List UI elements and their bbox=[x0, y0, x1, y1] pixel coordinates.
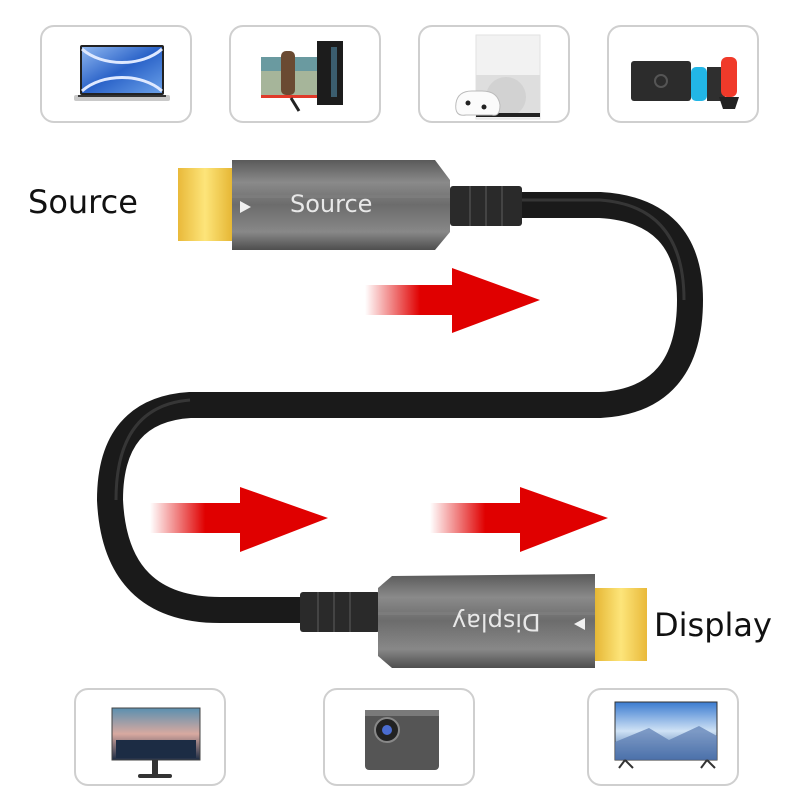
projector-icon bbox=[365, 710, 439, 770]
source-connector bbox=[178, 160, 522, 250]
device-card-projector bbox=[323, 688, 475, 786]
display-connector-text: Display bbox=[452, 608, 541, 636]
hdmi-plug-gold bbox=[595, 588, 647, 661]
display-label: Display bbox=[654, 606, 772, 644]
signal-arrow-3 bbox=[430, 487, 608, 552]
tv-icon bbox=[614, 701, 718, 769]
device-card-handheld-console bbox=[607, 25, 759, 123]
handheld-console-icon bbox=[631, 57, 739, 109]
device-card-game-console bbox=[418, 25, 570, 123]
direction-triangle-icon bbox=[240, 201, 251, 213]
game-console-icon bbox=[455, 34, 541, 120]
signal-arrow-2 bbox=[150, 487, 328, 552]
device-card-tv bbox=[587, 688, 739, 786]
direction-triangle-icon bbox=[574, 618, 585, 630]
strain-relief bbox=[300, 592, 380, 632]
signal-arrow-1 bbox=[365, 268, 540, 333]
hdmi-plug-gold bbox=[178, 168, 232, 241]
device-card-gaming-pc bbox=[229, 25, 381, 123]
monitor-icon bbox=[111, 707, 201, 778]
source-label: Source bbox=[28, 183, 138, 221]
gaming-pc-icon bbox=[261, 41, 343, 112]
laptop-icon bbox=[74, 45, 170, 101]
device-card-monitor bbox=[74, 688, 226, 786]
device-card-laptop bbox=[40, 25, 192, 123]
cable bbox=[96, 192, 704, 623]
display-connector bbox=[300, 574, 647, 668]
source-connector-text: Source bbox=[290, 190, 373, 218]
